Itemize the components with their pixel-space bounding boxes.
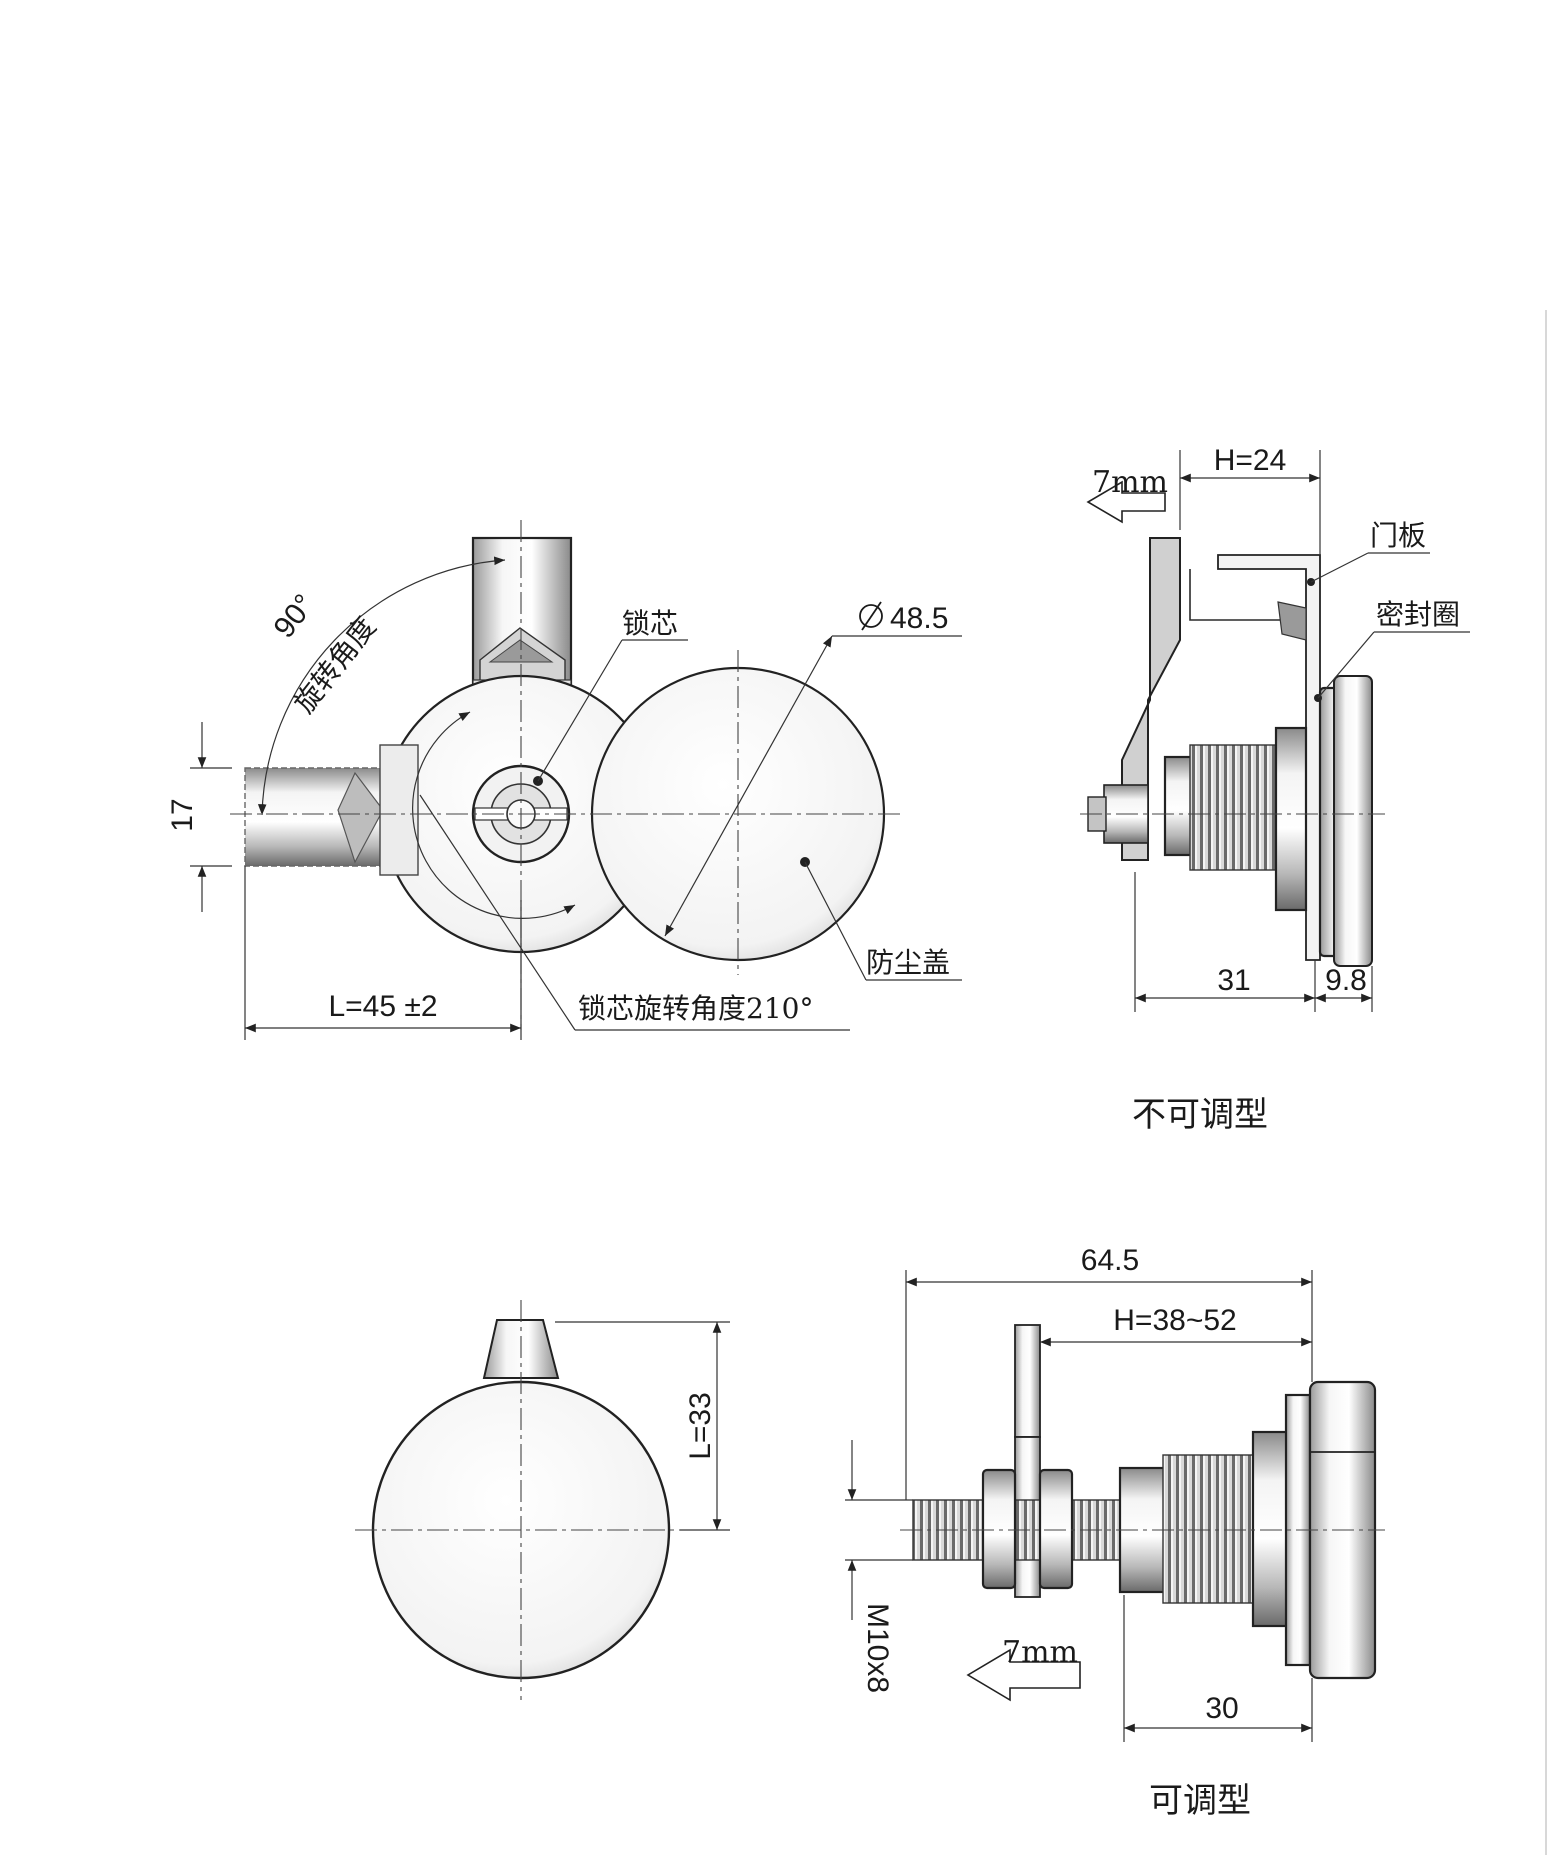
label-dim-H24: H=24 [1214,444,1287,477]
label-door-panel: 门板 [1370,519,1426,552]
label-dim-L45: L=45 ±2 [328,990,437,1023]
front-view: 90° 旋转角度 锁芯 48.5 17 L=45 ±2 锁芯旋转角度210° 防… [166,520,962,1040]
label-push-7mm-adj: 7mm [1002,1635,1078,1670]
label-angle-90: 90° [268,588,322,644]
label-dim-17: 17 [166,798,199,831]
label-dim-H38-52: H=38~52 [1113,1304,1236,1337]
label-dim-L33: L=33 [684,1392,717,1460]
label-diameter: 48.5 [859,601,948,635]
side-view-adjustable: 64.5 H=38~52 M10x8 7mm 30 可调型 [845,1244,1385,1821]
label-push-7mm: 7mm [1092,465,1168,500]
push-arrow-icon [1086,480,1166,524]
label-lock-core: 锁芯 [622,607,678,640]
handle-horizontal [244,767,384,867]
label-dim-64-5: 64.5 [1081,1244,1139,1277]
label-dim-9-8: 9.8 [1325,964,1367,997]
cap-front-view: L=33 [355,1300,730,1700]
label-seal-ring: 密封圈 [1376,598,1460,631]
label-dust-cover: 防尘盖 [866,946,950,979]
push-arrow-icon [966,1648,1081,1702]
caption-fixed-type: 不可调型 [1132,1095,1268,1135]
label-thread-M10x8: M10x8 [861,1603,894,1693]
label-dim-30: 30 [1205,1692,1238,1725]
caption-adjustable-type: 可调型 [1149,1781,1251,1821]
label-dim-31: 31 [1217,964,1250,997]
side-view-fixed: 7mm H=24 门板 密封圈 31 9.8 不可调型 [1080,444,1470,1135]
label-core-rotation: 锁芯旋转角度210° [578,992,813,1025]
svg-text:48.5: 48.5 [890,602,948,635]
